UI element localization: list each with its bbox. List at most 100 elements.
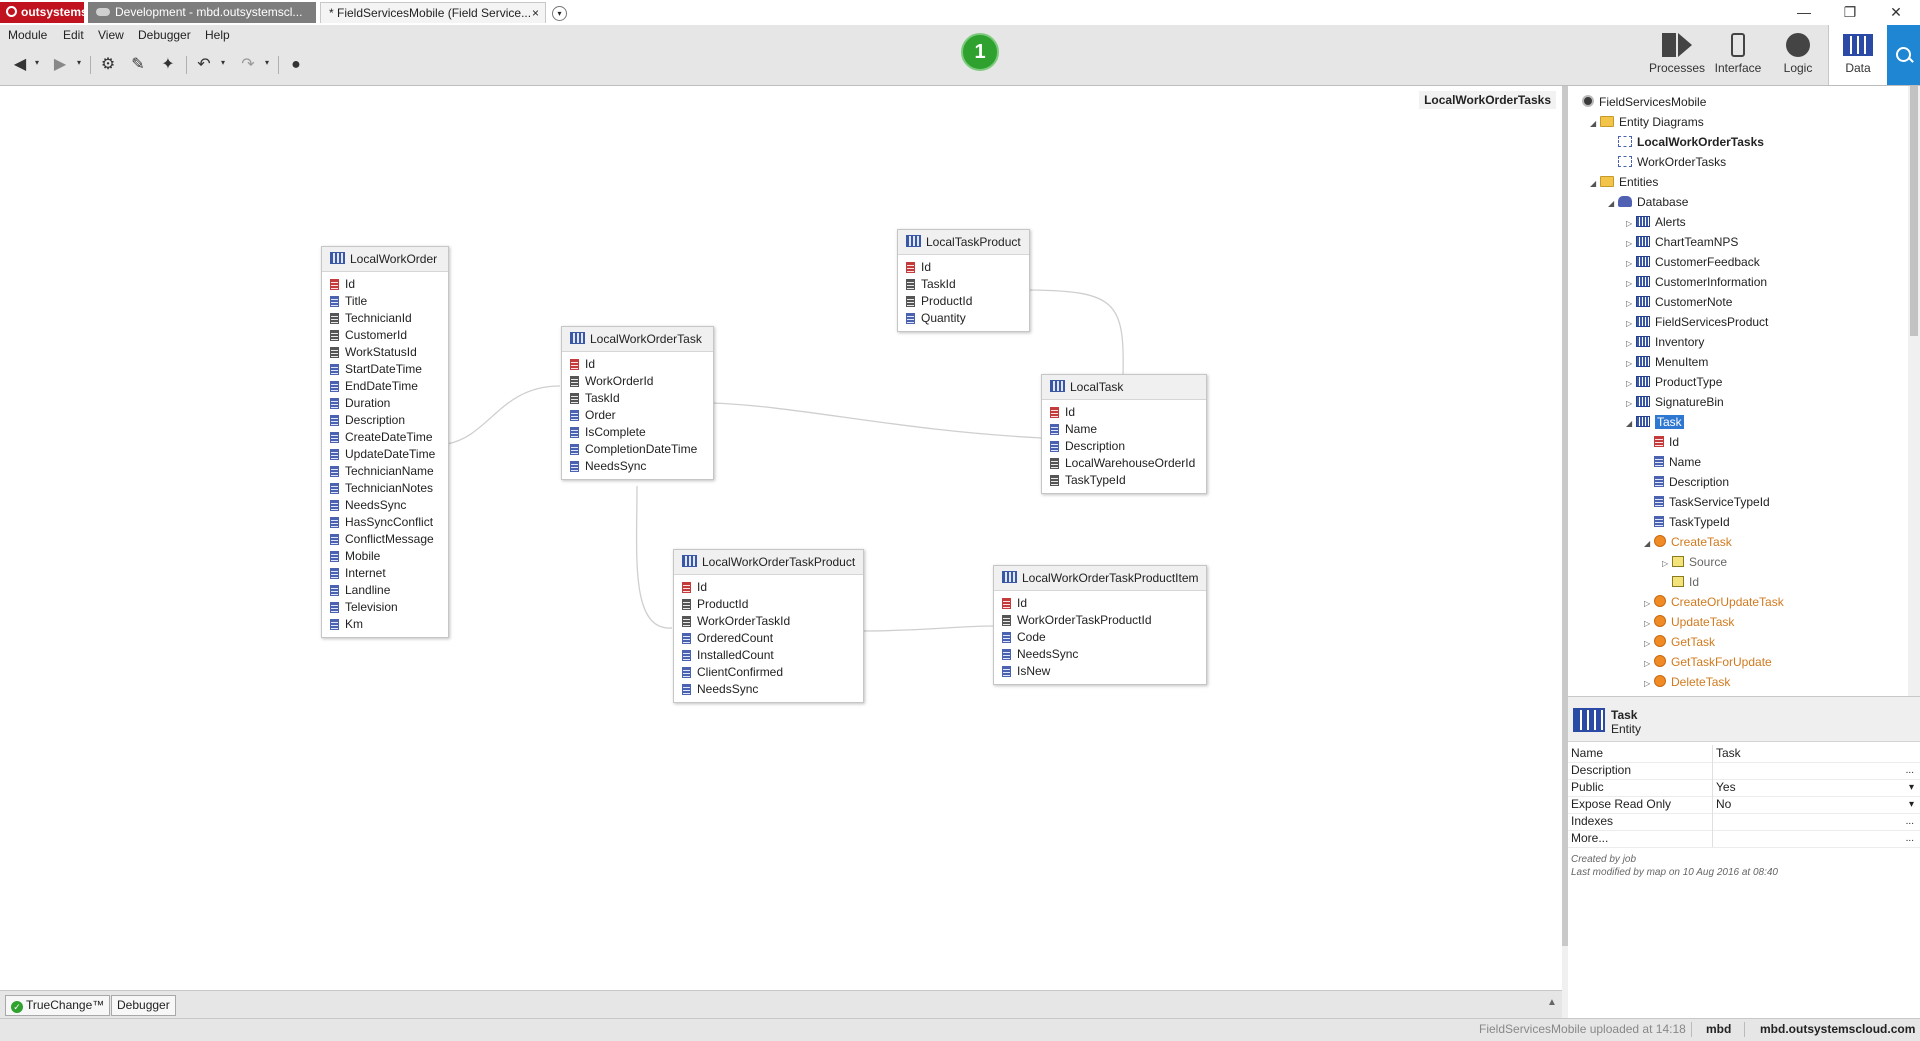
tree-node[interactable]: ▷CreateOrUpdateTask — [1644, 592, 1784, 612]
entity-attribute[interactable]: Quantity — [906, 310, 1029, 327]
tree-node[interactable]: ▷Inventory — [1626, 332, 1704, 352]
undo-icon[interactable]: ↶ — [197, 56, 211, 73]
redo-dropdown-icon[interactable]: ▾ — [265, 58, 270, 67]
expand-arrow-icon[interactable]: ▷ — [1626, 339, 1633, 348]
property-row[interactable]: Indexes... — [1568, 813, 1920, 831]
tree-node[interactable]: ▷GetTask — [1644, 632, 1715, 652]
tree-node[interactable]: FieldServicesMobile — [1572, 92, 1706, 112]
entity-attribute[interactable]: Order — [570, 407, 713, 424]
expand-panel-icon[interactable]: ▲ — [1547, 997, 1557, 1008]
expand-arrow-icon[interactable]: ▷ — [1644, 619, 1651, 628]
tab-environment[interactable]: Development - mbd.outsystemscl... — [88, 2, 316, 23]
back-dropdown-icon[interactable]: ▾ — [35, 58, 40, 67]
property-value[interactable]: No — [1716, 797, 1732, 811]
entity-attribute[interactable]: Landline — [330, 582, 448, 599]
forward-icon[interactable]: ▶ — [53, 56, 67, 73]
expand-arrow-icon[interactable]: ◢ — [1626, 419, 1633, 428]
plug-icon[interactable]: ✎ — [131, 56, 145, 73]
entity-attribute[interactable]: LocalWarehouseOrderId — [1050, 455, 1206, 472]
entity-attribute[interactable]: ConflictMessage — [330, 531, 448, 548]
tree-node[interactable]: ◢CreateTask — [1644, 532, 1732, 552]
entity-attribute[interactable]: NeedsSync — [330, 497, 448, 514]
tree-node[interactable]: LocalWorkOrderTasks — [1608, 132, 1764, 152]
tree-node[interactable]: TaskServiceTypeId — [1644, 492, 1770, 512]
entity-attribute[interactable]: Mobile — [330, 548, 448, 565]
entity-attribute[interactable]: WorkOrderTaskId — [682, 613, 863, 630]
close-window-button[interactable]: ✕ — [1890, 4, 1902, 20]
expand-arrow-icon[interactable]: ◢ — [1608, 199, 1615, 208]
expand-arrow-icon[interactable]: ▷ — [1626, 299, 1633, 308]
entity-attribute[interactable]: HasSyncConflict — [330, 514, 448, 531]
property-row[interactable]: Description... — [1568, 762, 1920, 780]
entity-attribute[interactable]: Internet — [330, 565, 448, 582]
expand-arrow-icon[interactable]: ▷ — [1626, 219, 1633, 228]
wand-icon[interactable]: ✦ — [161, 56, 175, 73]
undo-dropdown-icon[interactable]: ▾ — [221, 58, 226, 67]
expand-arrow-icon[interactable]: ▷ — [1626, 399, 1633, 408]
property-button[interactable]: ... — [1905, 833, 1914, 844]
tree-node[interactable]: WorkOrderTasks — [1608, 152, 1726, 172]
debugger-tab[interactable]: Debugger — [111, 995, 176, 1016]
expand-arrow-icon[interactable]: ▷ — [1644, 679, 1651, 688]
expand-arrow-icon[interactable]: ▷ — [1644, 599, 1651, 608]
property-button[interactable]: ▾ — [1908, 799, 1914, 810]
tree-scrollbar-thumb[interactable] — [1910, 86, 1918, 336]
property-button[interactable]: ... — [1905, 765, 1914, 776]
entity-attribute[interactable]: TaskTypeId — [1050, 472, 1206, 489]
entity-attribute[interactable]: Id — [1050, 404, 1206, 421]
entity-attribute[interactable]: ClientConfirmed — [682, 664, 863, 681]
tree-node[interactable]: ▷MenuItem — [1626, 352, 1708, 372]
tab-outsystems[interactable]: outsystems — [0, 2, 84, 23]
tree-node[interactable]: Description — [1644, 472, 1729, 492]
entity-attribute[interactable]: Id — [906, 259, 1029, 276]
entity-attribute[interactable]: Id — [570, 356, 713, 373]
menu-module[interactable]: Module — [8, 28, 48, 42]
property-row[interactable]: More...... — [1568, 830, 1920, 848]
expand-arrow-icon[interactable]: ▷ — [1662, 559, 1669, 568]
expand-arrow-icon[interactable]: ▷ — [1626, 379, 1633, 388]
entity-attribute[interactable]: Description — [1050, 438, 1206, 455]
tree-node[interactable]: ▷ProductType — [1626, 372, 1722, 392]
tree-node[interactable]: ◢Entity Diagrams — [1590, 112, 1704, 132]
processes-tab[interactable]: Processes — [1648, 25, 1706, 85]
entity-attribute[interactable]: WorkStatusId — [330, 344, 448, 361]
entity-attribute[interactable]: Title — [330, 293, 448, 310]
menu-view[interactable]: View — [98, 28, 124, 42]
tree-node[interactable]: ▷FieldServicesProduct — [1626, 312, 1768, 332]
entity-attribute[interactable]: Duration — [330, 395, 448, 412]
expand-arrow-icon[interactable]: ▷ — [1644, 659, 1651, 668]
expand-arrow-icon[interactable]: ▷ — [1626, 359, 1633, 368]
tree-node[interactable]: ▷CustomerFeedback — [1626, 252, 1760, 272]
expand-arrow-icon[interactable]: ▷ — [1626, 259, 1633, 268]
menu-edit[interactable]: Edit — [63, 28, 84, 42]
entity-attribute[interactable]: InstalledCount — [682, 647, 863, 664]
property-value[interactable]: Task — [1716, 746, 1741, 760]
entity-attribute[interactable]: NeedsSync — [1002, 646, 1206, 663]
expand-arrow-icon[interactable]: ▷ — [1626, 239, 1633, 248]
menu-debugger[interactable]: Debugger — [138, 28, 191, 42]
entity-attribute[interactable]: IsNew — [1002, 663, 1206, 680]
entity-attribute[interactable]: TechnicianId — [330, 310, 448, 327]
tree-node[interactable]: ▷DeleteTask — [1644, 672, 1730, 692]
entity-attribute[interactable]: TaskId — [570, 390, 713, 407]
expand-arrow-icon[interactable]: ▷ — [1626, 319, 1633, 328]
entity-attribute[interactable]: Name — [1050, 421, 1206, 438]
tree-node[interactable]: ▷UpdateTask — [1644, 612, 1734, 632]
entity-attribute[interactable]: NeedsSync — [570, 458, 713, 475]
restore-button[interactable]: ❐ — [1843, 4, 1857, 20]
entity-attribute[interactable]: CustomerId — [330, 327, 448, 344]
entity-attribute[interactable]: WorkOrderTaskProductId — [1002, 612, 1206, 629]
property-button[interactable]: ... — [1905, 816, 1914, 827]
tab-module[interactable]: * FieldServicesMobile (Field Service... … — [320, 2, 546, 23]
tree-node[interactable]: ▷CustomerNote — [1626, 292, 1732, 312]
minimize-button[interactable]: — — [1797, 4, 1811, 20]
entity-attribute[interactable]: Id — [1002, 595, 1206, 612]
tree-node[interactable]: ◢Task — [1626, 412, 1684, 432]
